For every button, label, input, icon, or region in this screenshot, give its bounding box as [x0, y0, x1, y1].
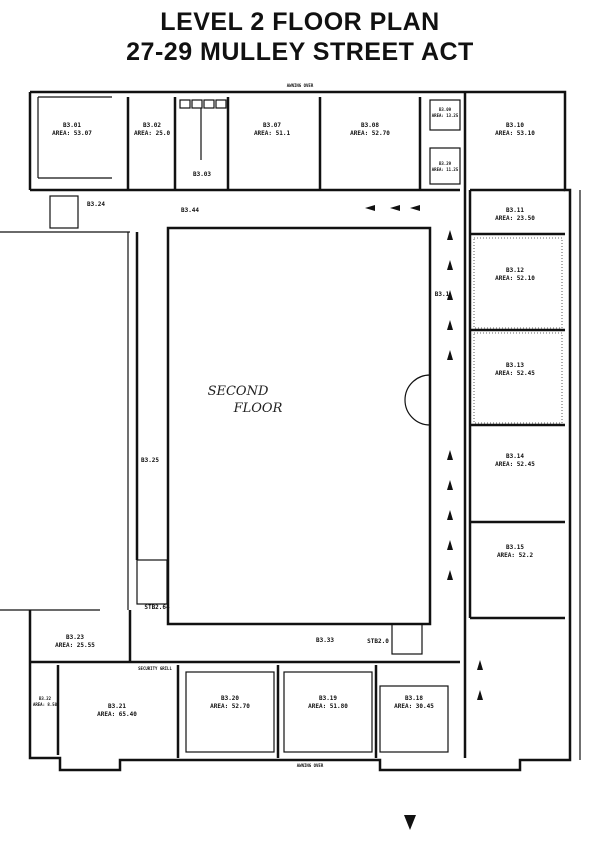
room-area: AREA: 52.10	[495, 275, 535, 282]
room-id: B3.12	[506, 267, 524, 274]
second-floor-label-2: FLOOR	[233, 401, 283, 416]
room-area: AREA: 52.45	[495, 461, 535, 468]
corridor-label: B3.24	[87, 201, 105, 208]
room-id: B3.14	[506, 453, 524, 460]
room-id: B3.19	[319, 695, 337, 702]
street-label-bottom: AWNING OVER	[297, 763, 324, 768]
room-id: B3.22	[39, 696, 52, 701]
room-id: B3.21	[108, 703, 126, 710]
room-area: AREA: 52.45	[495, 370, 535, 377]
room-area: AREA: 30.45	[394, 703, 434, 710]
room-area: AREA: 51.1	[254, 130, 291, 137]
corridor-label: B3.44	[181, 207, 199, 214]
room-area: AREA: 52.70	[350, 130, 390, 137]
room-id: B3.03	[193, 171, 211, 178]
room-area: AREA: 25.0	[134, 130, 171, 137]
room-id: B3.02	[143, 122, 161, 129]
room-area: AREA: 8.50	[33, 702, 58, 707]
room-area: AREA: 25.55	[55, 642, 95, 649]
room-area: AREA: 23.50	[495, 215, 535, 222]
security-grill-label: SECURITY GRILL	[138, 666, 172, 671]
plan-address: 27-29 MULLEY STREET ACT	[126, 38, 474, 66]
room-id: B3.08	[361, 122, 379, 129]
room-id: B3.09	[439, 107, 452, 112]
room-id: B3.13	[506, 362, 524, 369]
stairs	[49, 195, 431, 655]
stair-label: STB2.0	[367, 638, 389, 645]
room-id: B3.15	[506, 544, 524, 551]
exit-route-arrows	[365, 205, 483, 830]
room-id: B3.29	[439, 161, 452, 166]
room-id: B3.23	[66, 634, 84, 641]
room-area: AREA: 52.2	[497, 552, 534, 559]
room-area: AREA: 53.07	[52, 130, 92, 137]
room-id: B3.07	[263, 122, 281, 129]
room-id: B3.10	[506, 122, 524, 129]
room-id: B3.18	[405, 695, 423, 702]
room-area: AREA: 13.25	[432, 113, 459, 118]
walls	[0, 90, 581, 772]
corridor-label: B3.25	[141, 457, 159, 464]
corridor-labels: B3.24 B3.44 B3.1 B3.25 B3.33 STB2.64 STB…	[87, 201, 450, 645]
room-area: AREA: 51.80	[308, 703, 348, 710]
street-label-top: AWNING OVER	[287, 83, 314, 88]
corridor-label: B3.1	[435, 291, 450, 298]
second-floor-label-1: SECOND	[208, 384, 269, 399]
room-id: B3.01	[63, 122, 81, 129]
room-id: B3.11	[506, 207, 524, 214]
plan-title: LEVEL 2 FLOOR PLAN	[160, 8, 440, 36]
room-area: AREA: 65.40	[97, 711, 137, 718]
room-area: AREA: 53.10	[495, 130, 535, 137]
room-id: B3.20	[221, 695, 239, 702]
stair-label: STB2.64	[144, 604, 170, 611]
room-area: AREA: 11.25	[432, 167, 459, 172]
corridor-label: B3.33	[316, 637, 334, 644]
room-area: AREA: 52.70	[210, 703, 250, 710]
